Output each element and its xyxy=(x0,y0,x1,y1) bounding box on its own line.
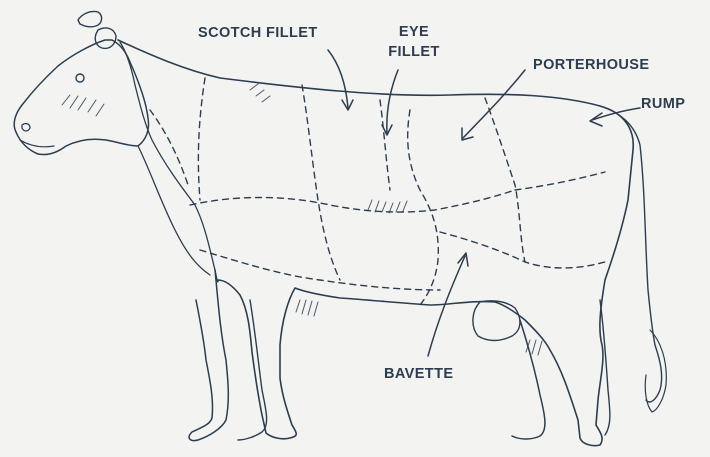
cow-tail-tuft xyxy=(645,330,666,412)
cow-horn xyxy=(78,11,102,26)
rump-label: RUMP xyxy=(641,94,685,114)
cut-line-rump xyxy=(515,172,605,190)
cut-line-porterhouse xyxy=(485,98,525,262)
arrow-scotch-fillet xyxy=(328,50,348,108)
cut-line-lower-belly xyxy=(200,250,440,290)
cow-neck-line xyxy=(120,42,218,282)
arrow-porterhouse xyxy=(463,70,525,138)
cut-lines xyxy=(150,78,605,305)
cut-line-belly xyxy=(190,190,515,212)
arrow-head-rump xyxy=(590,113,602,126)
cow-dewlap xyxy=(138,146,210,275)
cow-front-leg-left xyxy=(189,270,228,441)
scotch-fillet-label: SCOTCH FILLET xyxy=(198,23,318,43)
cow-ear xyxy=(95,28,116,48)
cut-line-neck-shoulder xyxy=(198,78,205,200)
shading-hatches xyxy=(62,84,542,355)
cow-body-outline xyxy=(118,40,633,446)
eye-fillet-label: EYE FILLET xyxy=(382,22,446,62)
cow-eye xyxy=(76,74,84,82)
cut-line-shoulder xyxy=(302,85,340,280)
arrow-eye-fillet xyxy=(387,70,398,133)
eye-fillet-label-line2: FILLET xyxy=(382,42,446,62)
porterhouse-label: PORTERHOUSE xyxy=(533,55,649,75)
cut-line-loin xyxy=(408,110,439,305)
cow-tail xyxy=(600,106,662,402)
cow-nostril xyxy=(22,124,30,131)
bavette-label: BAVETTE xyxy=(384,364,453,384)
pointer-arrows xyxy=(328,50,640,356)
cow-udder xyxy=(473,301,520,341)
eye-fillet-label-line1: EYE xyxy=(382,22,446,42)
cow-head xyxy=(14,40,148,155)
cut-line-rib xyxy=(380,100,390,190)
arrow-bavette xyxy=(428,256,465,356)
cow-hind-leg xyxy=(512,320,545,439)
